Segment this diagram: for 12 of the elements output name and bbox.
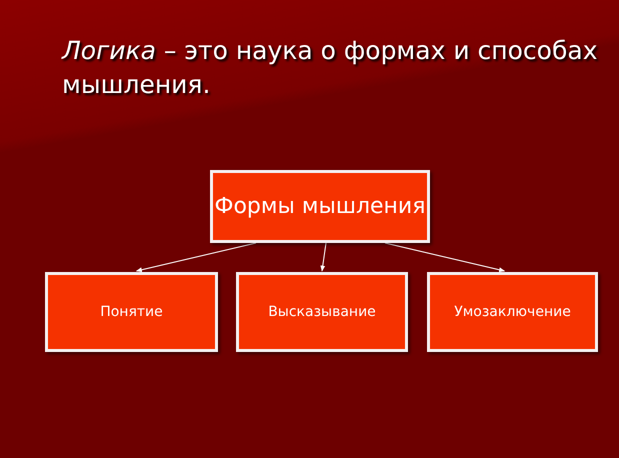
process-box <box>210 170 430 243</box>
arrow <box>320 242 326 272</box>
box-label: Высказывание <box>268 302 376 322</box>
box-label: Умозаключение <box>454 302 571 322</box>
box-label: Понятие <box>100 302 163 322</box>
process-box <box>45 272 218 352</box>
box-label: Формы мышления <box>214 193 426 221</box>
arrow <box>136 242 256 272</box>
arrow <box>384 242 506 272</box>
title: Логика – это наука о формах и способах мышления. <box>62 35 599 101</box>
process-box <box>427 272 598 352</box>
process-box <box>236 272 408 352</box>
